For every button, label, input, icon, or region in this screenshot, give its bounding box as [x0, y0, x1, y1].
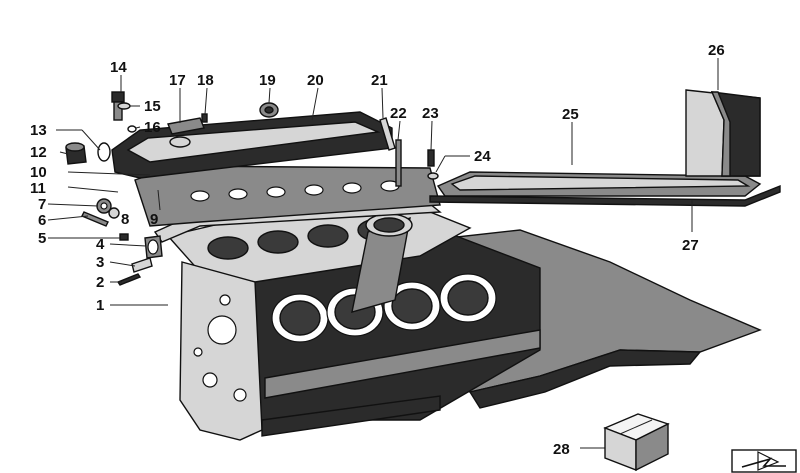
callout-2: 2 — [96, 274, 104, 291]
callout-4: 4 — [96, 236, 105, 253]
callout-21: 21 — [371, 72, 388, 89]
callout-12: 12 — [30, 144, 47, 161]
cylinder-head — [134, 165, 442, 243]
callout-8: 8 — [121, 211, 129, 228]
callout-7: 7 — [38, 196, 46, 213]
callout-9: 9 — [150, 211, 158, 228]
callout-labels: 1 2 3 4 5 6 7 8 9 10 11 12 13 14 15 16 1… — [30, 42, 725, 458]
callout-17: 17 — [169, 72, 186, 89]
callout-11: 11 — [30, 180, 46, 197]
callout-26: 26 — [708, 42, 725, 59]
callout-18: 18 — [197, 72, 214, 89]
callout-23: 23 — [422, 105, 439, 122]
parts-box-icon — [603, 413, 670, 472]
callout-19: 19 — [259, 72, 276, 89]
oil-pan — [429, 171, 781, 207]
callout-22: 22 — [390, 105, 407, 122]
callout-25: 25 — [562, 106, 579, 123]
leader-lines — [47, 58, 719, 449]
callout-15: 15 — [144, 98, 161, 115]
callout-1: 1 — [96, 297, 104, 314]
callout-13: 13 — [30, 122, 47, 139]
callout-20: 20 — [307, 72, 324, 89]
callout-3: 3 — [96, 254, 104, 271]
callout-10: 10 — [30, 164, 47, 181]
callout-5: 5 — [38, 230, 46, 247]
callout-24: 24 — [474, 148, 491, 165]
callout-28: 28 — [553, 441, 570, 458]
callout-14: 14 — [110, 59, 127, 76]
arrow-right-icon[interactable] — [731, 449, 797, 473]
oil-baffle — [685, 89, 761, 177]
callout-16: 16 — [144, 119, 161, 136]
callout-6: 6 — [38, 212, 46, 229]
engine-block — [166, 211, 762, 441]
small-components — [65, 91, 439, 286]
callout-27: 27 — [682, 237, 699, 254]
